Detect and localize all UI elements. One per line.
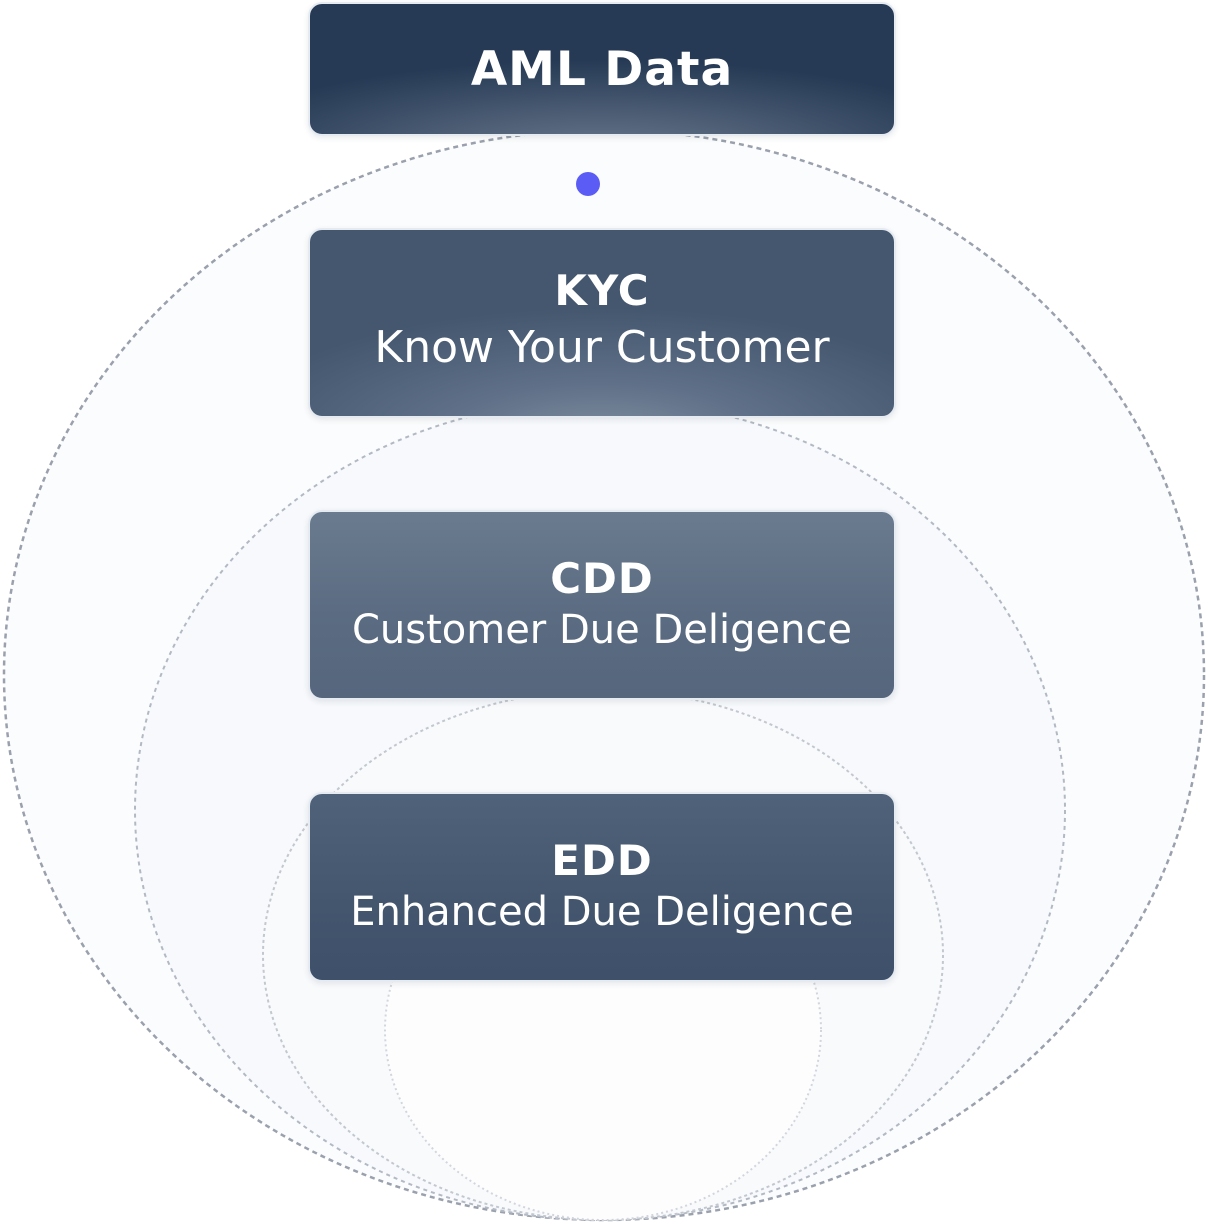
aml-data-title: AML Data (470, 41, 734, 97)
cdd-full-name: Customer Due Deligence (351, 607, 853, 654)
kyc-abbreviation: KYC (554, 265, 650, 315)
aml-data-box: AML Data (308, 2, 896, 136)
kyc-box: KYC Know Your Customer (308, 228, 896, 418)
edd-full-name: Enhanced Due Deligence (350, 889, 854, 936)
connector-dot (576, 172, 600, 196)
cdd-abbreviation: CDD (550, 553, 654, 603)
edd-box: EDD Enhanced Due Deligence (308, 792, 896, 982)
cdd-box: CDD Customer Due Deligence (308, 510, 896, 700)
edd-abbreviation: EDD (551, 835, 653, 885)
kyc-full-name: Know Your Customer (374, 322, 830, 374)
